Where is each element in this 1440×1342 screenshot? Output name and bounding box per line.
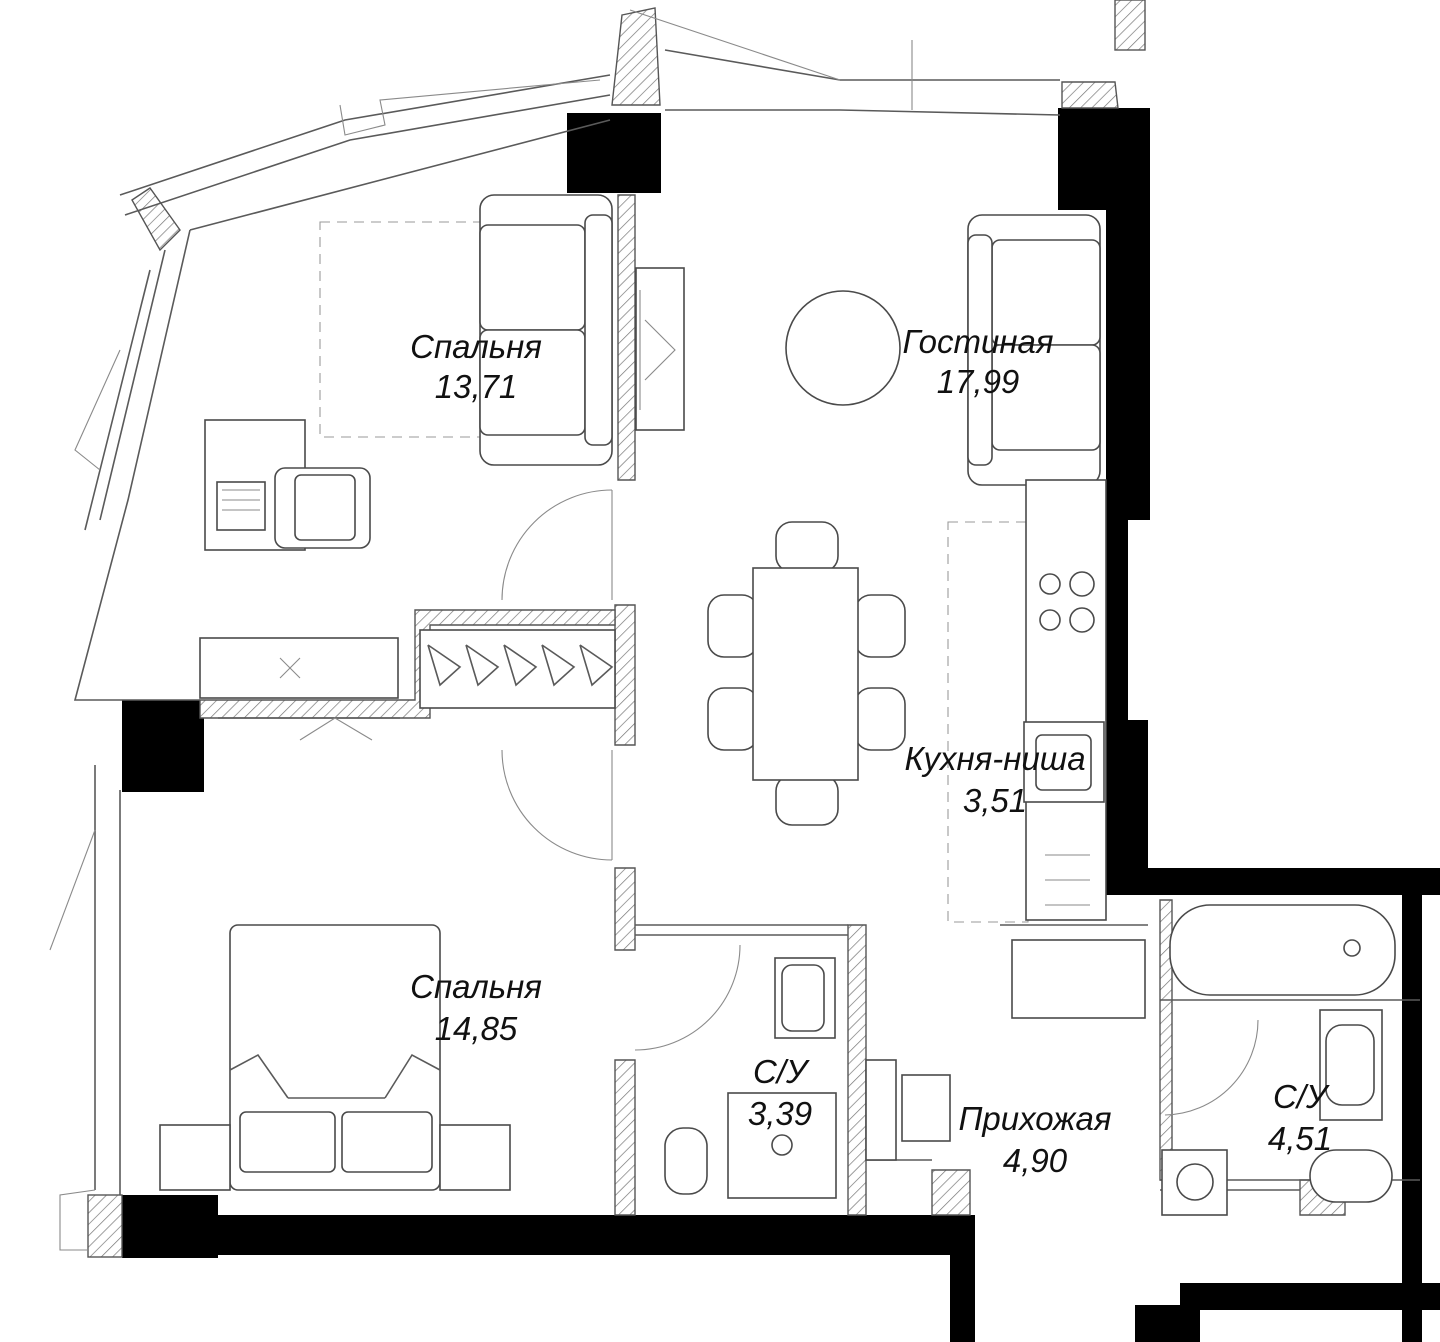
room-name-bedroom1: Спальня [410, 328, 542, 365]
room-name-hall: Прихожая [958, 1100, 1111, 1137]
room-labels: Спальня 13,71 Гостиная 17,99 Кухня-ниша … [410, 323, 1332, 1179]
room-name-kitchen: Кухня-ниша [904, 740, 1085, 777]
hatched-walls [87, 0, 1346, 1258]
room-name-bedroom2: Спальня [410, 968, 542, 1005]
room-area-bath1: 3,39 [748, 1095, 812, 1132]
bath2-fixtures [1161, 904, 1396, 1216]
door-swings [299, 489, 1259, 1116]
room-name-bath2: С/У [1273, 1078, 1330, 1115]
room-area-living: 17,99 [937, 363, 1020, 400]
kitchen-furniture [1023, 479, 1107, 921]
room-area-bath2: 4,51 [1268, 1120, 1332, 1157]
room-name-living: Гостиная [903, 323, 1054, 360]
room-area-bedroom2: 14,85 [435, 1010, 518, 1047]
bedroom2-furniture [159, 924, 511, 1191]
exterior-walls [122, 108, 1440, 1342]
bath1-fixtures [664, 957, 837, 1199]
living-furniture [707, 214, 1101, 923]
room-area-hall: 4,90 [1003, 1142, 1068, 1179]
hall-furniture [865, 939, 1146, 1161]
room-name-bath1: С/У [753, 1053, 810, 1090]
bedroom1-furniture [199, 194, 685, 709]
hanger-icons [427, 644, 614, 687]
room-area-bedroom1: 13,71 [435, 368, 518, 405]
room-area-kitchen: 3,51 [963, 782, 1027, 819]
